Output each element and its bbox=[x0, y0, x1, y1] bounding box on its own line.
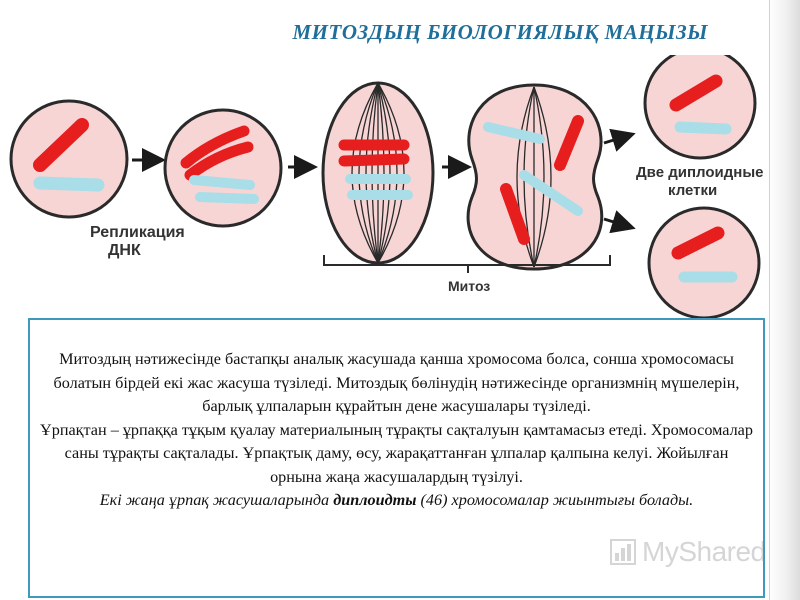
slide-title: МИТОЗДЫҢ БИОЛОГИЯЛЫҚ МАҢЫЗЫ bbox=[292, 20, 708, 44]
paragraph-1: Митоздың нәтижесінде бастапқы аналық жас… bbox=[53, 350, 740, 415]
paragraph-2: Ұрпақтан – ұрпаққа тұқым қуалау материал… bbox=[40, 420, 753, 486]
daughter-cell-bottom bbox=[647, 206, 761, 320]
label-cells: клетки bbox=[668, 182, 717, 199]
label-dna: ДНК bbox=[108, 242, 141, 259]
paragraph-3: Екі жаңа ұрпақ жасушаларында диплоидты (… bbox=[38, 489, 755, 513]
explanation-text: Митоздың нәтижесінде бастапқы аналық жас… bbox=[38, 348, 755, 513]
paragraph-3-diploid: диплоидты bbox=[333, 491, 417, 509]
paragraph-3-start: Екі жаңа ұрпақ жасушаларында bbox=[99, 491, 334, 509]
chromosome-blue bbox=[33, 176, 105, 192]
daughter-cell-top bbox=[643, 55, 757, 160]
cell-replicated bbox=[163, 108, 283, 228]
cell-metaphase bbox=[321, 81, 435, 265]
anaphase-red-bottom bbox=[500, 183, 530, 245]
chromosome-red bbox=[33, 118, 89, 172]
anaphase-red-top bbox=[554, 115, 584, 171]
daughter-top-red bbox=[669, 74, 723, 112]
daughter-top-blue bbox=[674, 121, 732, 135]
chromatid-red-1 bbox=[180, 125, 250, 169]
explanation-box: Митоздың нәтижесінде бастапқы аналық жас… bbox=[28, 318, 765, 598]
mitosis-diagram: Репликация ДНК Митоз Две диплоидные клет… bbox=[9, 55, 763, 320]
anaphase-blue-top bbox=[483, 122, 545, 144]
cell-anaphase bbox=[466, 83, 604, 271]
watermark-text: MyShared bbox=[642, 536, 766, 567]
arrow-down bbox=[603, 210, 636, 234]
chromatid-red-2 bbox=[184, 141, 254, 181]
slide-edge-line bbox=[769, 0, 770, 600]
anaphase-blue-bottom bbox=[519, 170, 583, 216]
metaphase-red-2 bbox=[338, 153, 410, 167]
chromatid-blue-1 bbox=[189, 175, 255, 190]
label-replication: Репликация bbox=[90, 224, 185, 241]
slide-right-edge bbox=[768, 0, 800, 600]
cell-initial bbox=[9, 99, 129, 219]
arrow-up bbox=[603, 128, 636, 152]
myshared-watermark: MyShared bbox=[610, 532, 780, 572]
spindle-fibers bbox=[351, 82, 405, 264]
daughter-bottom-red bbox=[671, 226, 725, 260]
label-two-diploid: Две диплоидные bbox=[636, 164, 763, 181]
chart-icon bbox=[610, 539, 636, 565]
paragraph-3-end: (46) хромосомалар жиынтығы болады. bbox=[416, 491, 694, 509]
chromatid-blue-2 bbox=[195, 192, 259, 204]
label-mitosis: Митоз bbox=[448, 278, 490, 294]
